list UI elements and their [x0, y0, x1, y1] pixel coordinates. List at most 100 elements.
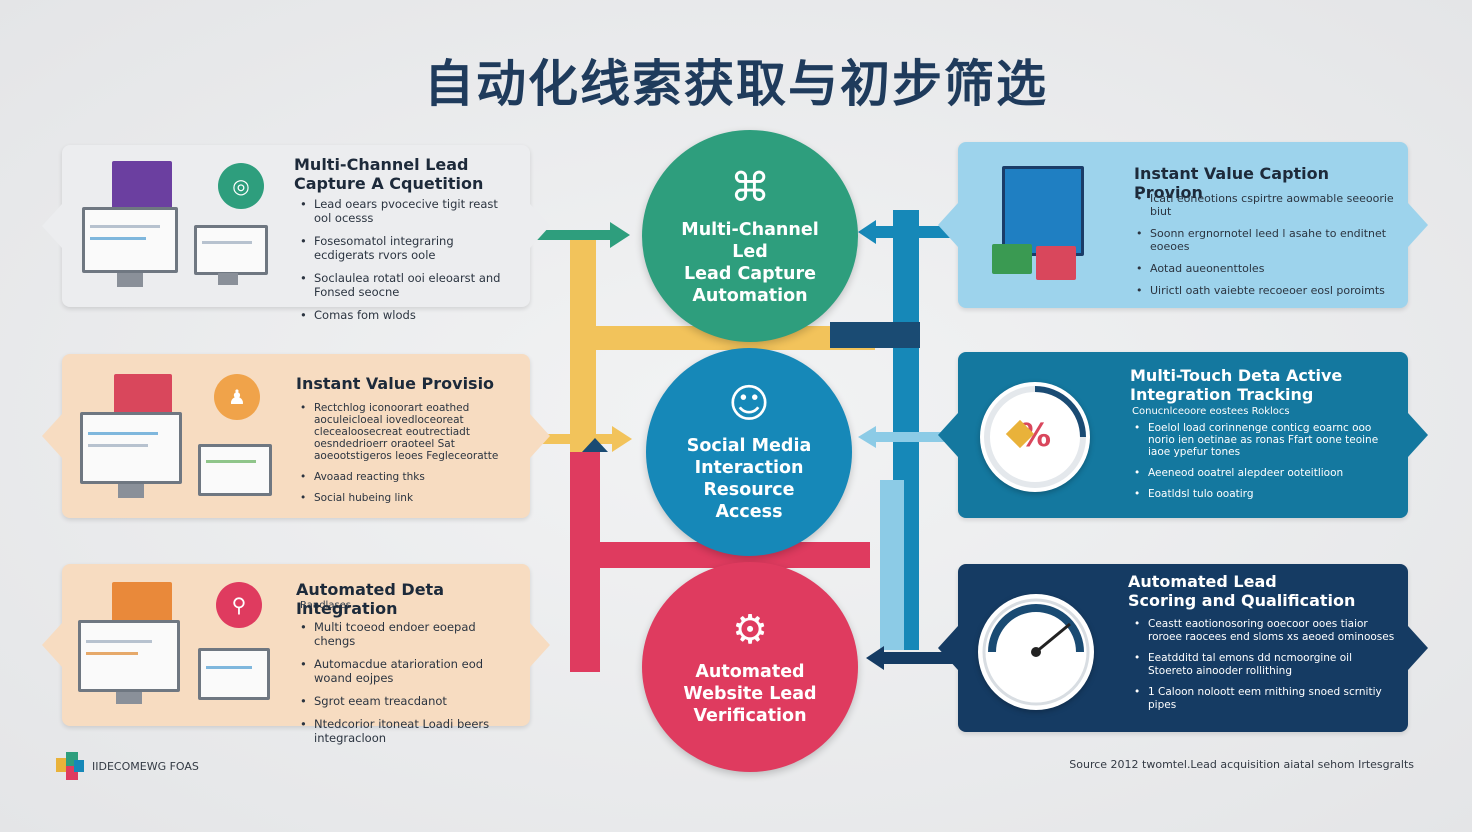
- list-item: Social hubeing link: [300, 492, 518, 504]
- card-instant-value-caption: Instant Value Caption Provion Icatl eone…: [938, 142, 1428, 308]
- monitor-stand-1: [118, 484, 144, 498]
- screen-line: [206, 666, 252, 669]
- list-item: Multi tcoeod endoer eoepad chengs: [300, 620, 518, 648]
- network-icon: ⌘: [730, 165, 770, 211]
- card-title: Multi-Channel Lead Capture A Cquetition: [294, 155, 484, 193]
- card-arrow-right: [530, 414, 550, 458]
- list-item: Aeeneod ooatrel alepdeer ooteitlioon: [1134, 467, 1396, 479]
- circle-label: Automated Website Lead Verification: [683, 662, 817, 726]
- connector-yellow: [570, 232, 596, 472]
- list-item: Eoelol load corinnenge conticg eoarnc oo…: [1134, 422, 1396, 458]
- list-item: Ntedcorior itoneat Loadi beers integracl…: [300, 717, 518, 745]
- people-icon: ☺: [728, 381, 770, 427]
- card-title: Instant Value Provisio: [296, 374, 495, 393]
- monitor-1: [80, 412, 182, 484]
- score-gauge-dial: [982, 598, 1090, 706]
- connector-blue-top: [870, 226, 950, 238]
- screen-line: [86, 652, 138, 655]
- monitor-2: [198, 444, 272, 496]
- illustration-phone: [988, 166, 1128, 296]
- screen-line: [88, 444, 148, 447]
- card-list: Multi tcoeod endoer eoepad chengs Automa…: [300, 620, 518, 754]
- screen-line: [90, 237, 146, 240]
- list-item: Sgrot eeam treacdanot: [300, 694, 518, 708]
- card-list: Ceastt eaotionosoring ooecoor ooes tiaio…: [1134, 618, 1396, 720]
- screen-line: [88, 432, 158, 435]
- card-arrow-left: [938, 203, 958, 247]
- list-item: Fosesomatol integraring ecdigerats rvors…: [300, 234, 514, 262]
- logo-cube-icon: [56, 752, 84, 780]
- card-list: Icatl eoneotions cspirtre aowmable seeoo…: [1136, 192, 1398, 306]
- percent-symbol: %: [1018, 416, 1052, 454]
- document-purple: [112, 161, 172, 211]
- card-instant-value: ♟ Instant Value Provisio Rectchlog icono…: [42, 354, 550, 518]
- list-item: Lead oears pvocecive tigit reast ool oce…: [300, 197, 514, 225]
- circle-social-media: ☺ Social Media Interaction Resource Acce…: [646, 348, 852, 556]
- card-multichannel-capture: ◎ Multi-Channel Lead Capture A Cquetitio…: [42, 145, 550, 322]
- list-item: Soclaulea rotatl ooi eleoarst and Fonsed…: [300, 271, 514, 299]
- card-automated-integration: ⚲ Automated Deta Integration Randlases M…: [42, 564, 550, 745]
- card-arrow-right: [1408, 413, 1428, 457]
- connector-arrow-bottom-right: [866, 646, 884, 670]
- list-item: Aotad aueonenttoles: [1136, 262, 1398, 275]
- list-item: Uirictl oath vaiebte recoeoer eosl poroi…: [1136, 284, 1398, 297]
- card-list: Eoelol load corinnenge conticg eoarnc oo…: [1134, 422, 1396, 509]
- list-item: Avoaad reacting thks: [300, 471, 518, 483]
- web-nodes-icon: ⚙: [732, 607, 768, 653]
- list-item: Automacdue atarioration eod woand eojpes: [300, 657, 518, 685]
- footer-source: Source 2012 twomtel.Lead acquisition aia…: [1069, 758, 1414, 771]
- list-item: Eoatldsl tulo ooatirg: [1134, 488, 1396, 500]
- screen-line: [86, 640, 152, 643]
- connector-arrow-mid-left: [612, 426, 632, 452]
- connector-navy-mid: [830, 322, 920, 348]
- connector-arrow-bottom-left: [582, 438, 608, 452]
- card-title: Automated Deta Integration: [296, 580, 444, 618]
- user-icon: ♟: [214, 374, 260, 420]
- card-subtitle: Conucnlceoore eostees Roklocs: [1132, 406, 1290, 417]
- monitor-2: [198, 648, 270, 700]
- card-arrow-left: [42, 623, 62, 667]
- monitor-stand-1: [117, 273, 143, 287]
- score-gauge: [978, 594, 1094, 710]
- circle-label: Social Media Interaction Resource Access: [686, 436, 812, 522]
- monitor-stand-2: [218, 273, 238, 285]
- card-title: Multi-Touch Deta Active Integration Trac…: [1130, 366, 1343, 404]
- list-item: Soonn ergnornotel leed l asahe to enditn…: [1136, 227, 1398, 253]
- list-item: Comas fom wlods: [300, 308, 514, 322]
- list-item: 1 Caloon noloott eem rnithing snoed scrn…: [1134, 686, 1396, 711]
- card-red: [1036, 246, 1076, 280]
- card-green: [992, 244, 1032, 274]
- connector-yellow-branch: [522, 230, 612, 240]
- screen-line: [206, 460, 256, 463]
- list-item: Ceastt eaotionosoring ooecoor ooes tiaio…: [1134, 618, 1396, 643]
- location-icon: ⚲: [216, 582, 262, 628]
- monitor-1: [78, 620, 180, 692]
- card-list: Lead oears pvocecive tigit reast ool oce…: [300, 197, 514, 331]
- list-item: Rectchlog iconoorart eoathed aoculeicloe…: [300, 402, 518, 462]
- page-title: 自动化线索获取与初步筛选: [424, 55, 1048, 113]
- card-arrow-left: [42, 414, 62, 458]
- monitor-1: [82, 207, 178, 273]
- card-arrow-left: [938, 626, 958, 670]
- card-arrow-left: [42, 204, 62, 248]
- connector-lightblue-vertical: [880, 480, 904, 650]
- screen-line: [90, 225, 160, 228]
- brand-name: IIDECOMEWG FOAS: [92, 759, 199, 773]
- illustration-computer: [80, 374, 280, 504]
- percent-gauge-arc: [984, 386, 1086, 488]
- footer-brand: IIDECOMEWG FOAS: [56, 752, 199, 780]
- connector-arrow-top-left: [610, 222, 630, 248]
- monitor-2: [194, 225, 268, 275]
- card-list: Rectchlog iconoorart eoathed aoculeicloe…: [300, 402, 518, 513]
- percent-gauge: %: [980, 382, 1090, 492]
- circle-lead-capture: ⌘ Multi-Channel Led Lead Capture Automat…: [642, 130, 858, 342]
- illustration-computer: [82, 161, 282, 291]
- list-item: Eeatdditd tal emons dd ncmoorgine oil St…: [1134, 652, 1396, 677]
- target-icon: ◎: [218, 163, 264, 209]
- card-subtitle: Randlases: [300, 600, 352, 611]
- card-multitouch-tracking: % Multi-Touch Deta Active Integration Tr…: [938, 352, 1428, 518]
- list-item: Icatl eoneotions cspirtre aowmable seeoo…: [1136, 192, 1398, 218]
- card-arrow-right: [530, 623, 550, 667]
- connector-arrow-top-right: [858, 220, 876, 244]
- circle-label: Multi-Channel Led Lead Capture Automatio…: [681, 220, 819, 306]
